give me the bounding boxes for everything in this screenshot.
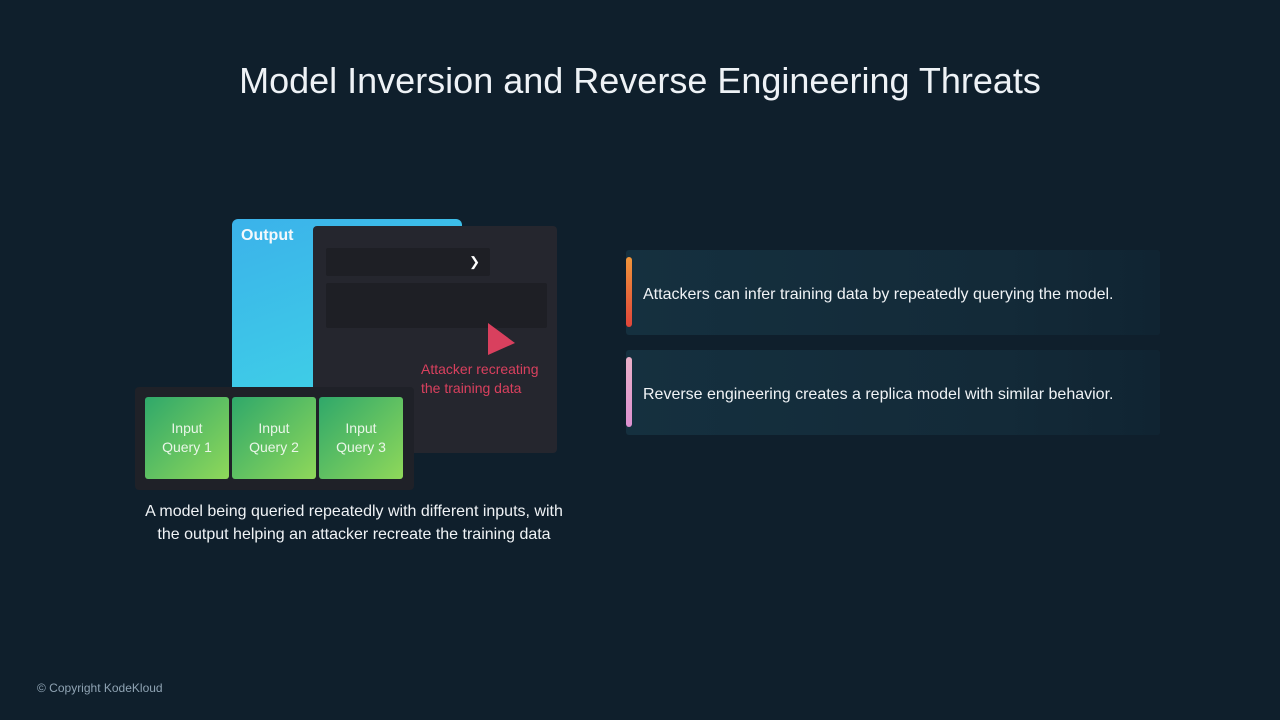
accent-bar	[626, 357, 632, 427]
query-label: Input	[258, 420, 290, 436]
query-label: Input	[171, 420, 203, 436]
slide-title: Model Inversion and Reverse Engineering …	[239, 60, 1041, 101]
attacker-label-line: Attacker recreating	[421, 361, 539, 377]
cursor-icon	[488, 323, 515, 355]
dropdown[interactable]: ❯	[326, 248, 490, 276]
point-text: Reverse engineering creates a replica mo…	[643, 386, 1114, 403]
point-card: Reverse engineering creates a replica mo…	[626, 350, 1160, 435]
query-label: Query 3	[336, 439, 386, 455]
chevron-down-icon: ❯	[469, 254, 480, 269]
accent-bar	[626, 257, 632, 327]
query-label: Query 1	[162, 439, 212, 455]
attacker-label-line: the training data	[421, 380, 522, 396]
point-card: Attackers can infer training data by rep…	[626, 250, 1160, 335]
caption-line: A model being queried repeatedly with di…	[145, 503, 563, 520]
diagram-caption: A model being queried repeatedly with di…	[104, 500, 604, 546]
text-field[interactable]	[326, 283, 547, 328]
attacker-label: Attacker recreating the training data	[421, 360, 539, 398]
output-label: Output	[241, 227, 294, 244]
copyright: © Copyright KodeKloud	[37, 681, 163, 695]
point-text: Attackers can infer training data by rep…	[643, 286, 1114, 303]
caption-line: the output helping an attacker recreate …	[157, 526, 551, 543]
query-label: Input	[345, 420, 377, 436]
query-label: Query 2	[249, 439, 299, 455]
